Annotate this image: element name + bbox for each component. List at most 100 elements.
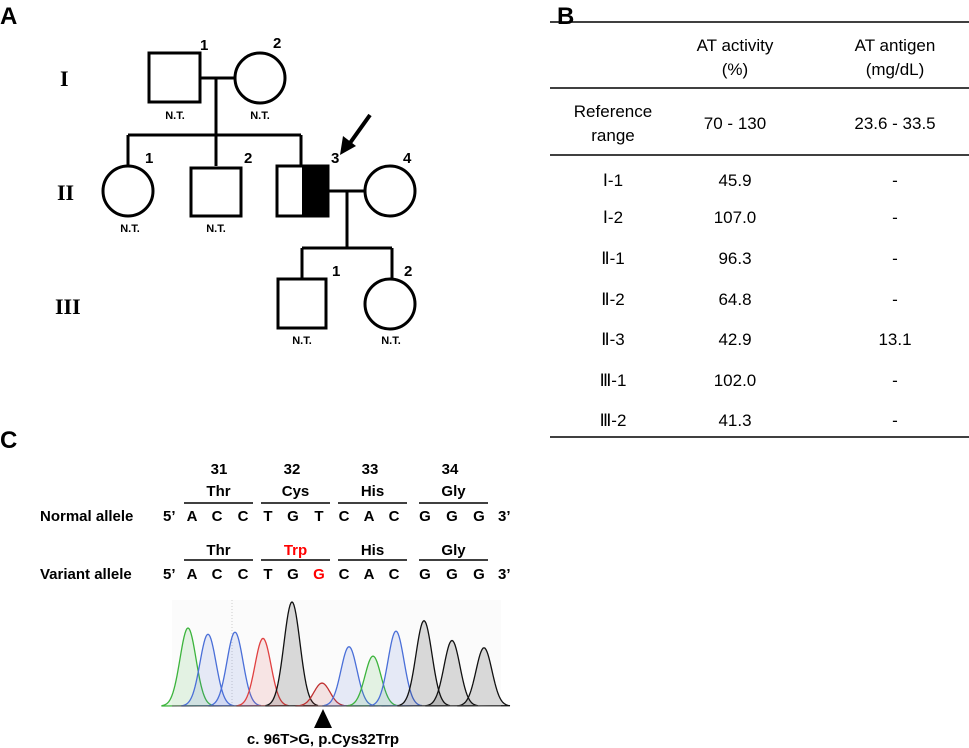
not-tested-label: N.T. xyxy=(250,110,270,122)
individual-number: 1 xyxy=(200,37,208,54)
generation-label: II xyxy=(57,180,74,205)
individual-number: 1 xyxy=(145,150,153,167)
table-row: Ⅰ-1 45.9 - xyxy=(603,171,898,190)
pedigree: I II III 1 2 N.T. N.T. 1 2 3 4 N.T. N.T.… xyxy=(55,35,417,347)
at-antigen-value: - xyxy=(892,371,898,390)
at-activity-value: 96.3 xyxy=(718,249,751,268)
base: T xyxy=(263,508,272,525)
heterozygous-fill xyxy=(302,166,328,216)
individual-id: Ⅰ-2 xyxy=(603,208,623,227)
reference-label: Reference xyxy=(574,102,652,121)
amino-acid: Gly xyxy=(441,542,466,559)
individual-III-1-male xyxy=(276,277,328,330)
base: C xyxy=(212,566,223,583)
amino-acid: His xyxy=(361,483,384,500)
individual-id: Ⅲ-2 xyxy=(600,411,627,430)
individual-III-2-female xyxy=(363,277,417,331)
base: T xyxy=(314,508,323,525)
individual-id: Ⅲ-1 xyxy=(600,371,627,390)
individual-number: 1 xyxy=(332,263,340,280)
amino-acid: His xyxy=(361,542,384,559)
not-tested-label: N.T. xyxy=(381,335,401,347)
base: G xyxy=(287,508,299,525)
base: C xyxy=(238,566,249,583)
amino-acid: Cys xyxy=(282,483,310,500)
variant-position-arrow-icon xyxy=(314,709,332,728)
not-tested-label: N.T. xyxy=(165,110,185,122)
base: G xyxy=(419,566,431,583)
base: A xyxy=(364,566,375,583)
base: G xyxy=(473,508,485,525)
at-activity-value: 107.0 xyxy=(714,208,757,227)
at-activity-value: 64.8 xyxy=(718,290,751,309)
generation-label: I xyxy=(60,66,69,91)
base: G xyxy=(419,508,431,525)
individual-II-2-male xyxy=(189,166,243,218)
base: C xyxy=(238,508,249,525)
individual-number: 2 xyxy=(273,35,281,52)
header-activity: AT activity xyxy=(697,36,774,55)
individual-id: Ⅱ-1 xyxy=(601,249,624,268)
chromatogram-peak xyxy=(236,637,290,707)
proband-arrow-icon xyxy=(340,113,372,155)
pedigree-lines xyxy=(126,76,394,278)
individual-II-4-female xyxy=(363,164,417,218)
base: A xyxy=(364,508,375,525)
five-prime: 5’ xyxy=(163,566,176,583)
not-tested-label: N.T. xyxy=(120,223,140,235)
individual-id: Ⅱ-2 xyxy=(601,290,624,309)
at-activity-value: 41.3 xyxy=(718,411,751,430)
base: C xyxy=(389,508,400,525)
amino-acid: Thr xyxy=(206,542,230,559)
chromatogram-peak xyxy=(346,655,400,707)
chromatogram xyxy=(161,600,511,707)
base: A xyxy=(187,566,198,583)
five-prime: 5’ xyxy=(163,508,176,525)
at-antigen-value: - xyxy=(892,411,898,430)
reference-activity: 70 - 130 xyxy=(704,114,766,133)
base: T xyxy=(263,566,272,583)
at-antigen-value: - xyxy=(892,208,898,227)
chromatogram-peak xyxy=(397,619,451,707)
normal-allele-label: Normal allele xyxy=(40,508,133,525)
chromatogram-peak xyxy=(161,627,215,707)
codon-number: 33 xyxy=(362,461,379,478)
individual-id: Ⅰ-1 xyxy=(603,171,623,190)
header-antigen-unit: (mg/dL) xyxy=(866,60,925,79)
header-activity-unit: (%) xyxy=(722,60,748,79)
at-activity-value: 102.0 xyxy=(714,371,757,390)
individual-II-1-female xyxy=(101,164,155,218)
at-activity-value: 42.9 xyxy=(718,330,751,349)
base: C xyxy=(339,566,350,583)
panel-label-b: B xyxy=(557,3,574,30)
chromatogram-peak xyxy=(322,645,376,707)
base: C xyxy=(212,508,223,525)
chromatogram-peak xyxy=(208,631,262,707)
amino-acid: Gly xyxy=(441,483,466,500)
individual-I-2-female xyxy=(233,51,287,105)
variant-caption: c. 96T>G, p.Cys32Trp xyxy=(247,731,399,748)
sequence-alignment: Normal allele Variant allele 5’ 3’ 5’ 3’… xyxy=(40,461,511,583)
chromatogram-peak xyxy=(295,682,349,707)
amino-acid: Thr xyxy=(206,483,230,500)
reference-label: range xyxy=(591,126,634,145)
reference-antigen: 23.6 - 33.5 xyxy=(854,114,935,133)
chromatogram-peak xyxy=(425,639,479,707)
base: G xyxy=(446,566,458,583)
table-row: Ⅲ-1 102.0 - xyxy=(600,371,898,390)
individual-id: Ⅱ-3 xyxy=(601,330,624,349)
table-row: Ⅲ-2 41.3 - xyxy=(600,411,898,430)
individual-number: 4 xyxy=(403,150,412,167)
panel-label-a: A xyxy=(0,3,17,30)
at-activity-value: 45.9 xyxy=(718,171,751,190)
codon-number: 34 xyxy=(442,461,459,478)
at-antigen-value: - xyxy=(892,171,898,190)
three-prime: 3’ xyxy=(498,566,511,583)
three-prime: 3’ xyxy=(498,508,511,525)
not-tested-label: N.T. xyxy=(292,335,312,347)
variant-allele-label: Variant allele xyxy=(40,566,132,583)
base: C xyxy=(389,566,400,583)
